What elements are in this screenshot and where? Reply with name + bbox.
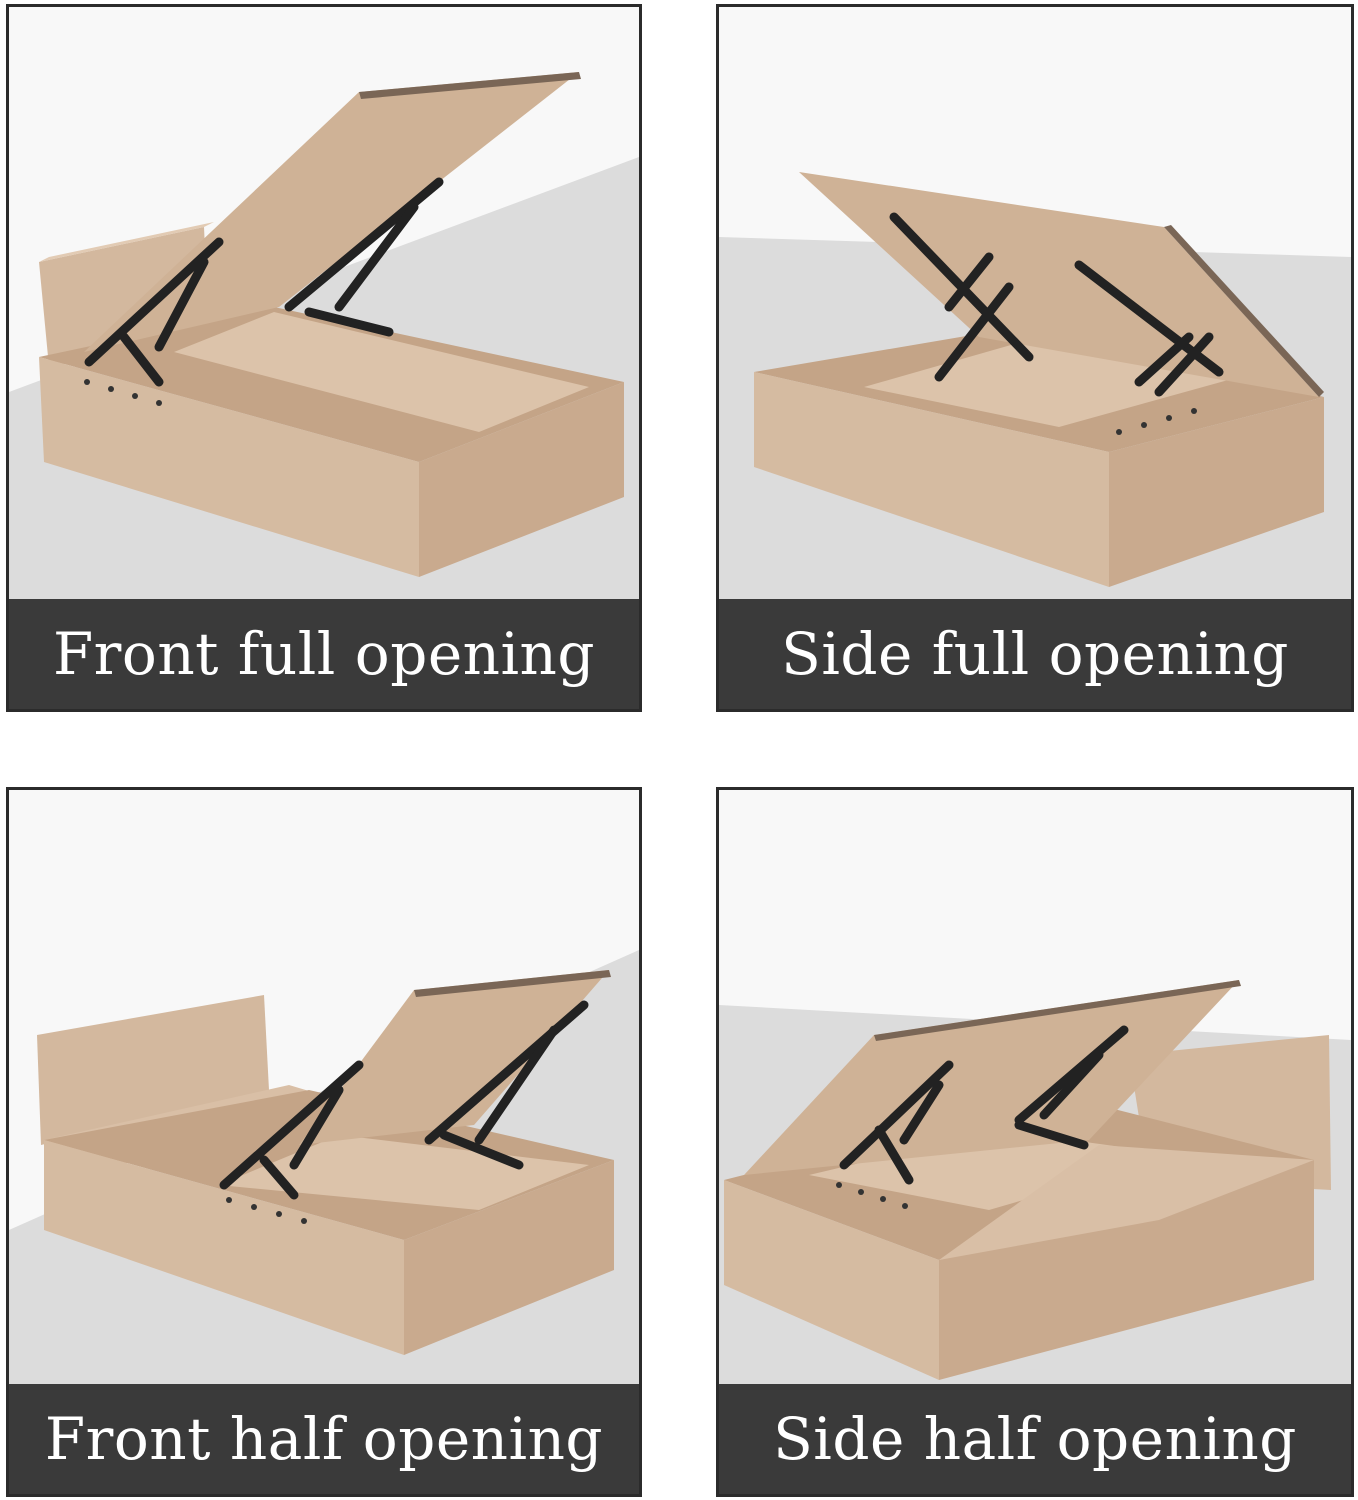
panel-side-half-opening: Side half opening — [716, 787, 1354, 1497]
hinge-left — [219, 1060, 364, 1200]
hinge-left — [84, 237, 224, 387]
bed-illustration-front-half — [9, 790, 639, 1385]
hinge-left — [839, 1060, 954, 1185]
panel-front-full-opening: Front full opening — [6, 4, 642, 712]
hinge-right — [1074, 260, 1224, 397]
caption-label: Front half opening — [9, 1384, 639, 1494]
panel-side-full-opening: Side full opening — [716, 4, 1354, 712]
hinge-left — [889, 212, 1034, 382]
bed-illustration-front-full — [9, 7, 639, 602]
bed-illustration-side-half — [719, 790, 1351, 1385]
bed-illustration-side-full — [719, 7, 1351, 602]
hinge-right — [424, 1000, 589, 1170]
hinge-right — [284, 177, 444, 337]
hinge-right — [1014, 1025, 1129, 1150]
caption-label: Side full opening — [719, 599, 1351, 709]
caption-label: Front full opening — [9, 599, 639, 709]
panel-front-half-opening: Front half opening — [6, 787, 642, 1497]
caption-label: Side half opening — [719, 1384, 1351, 1494]
